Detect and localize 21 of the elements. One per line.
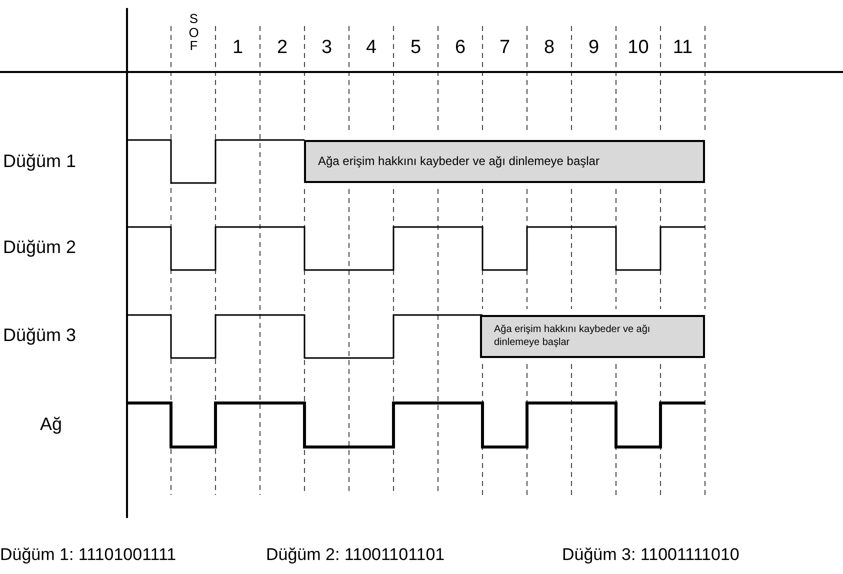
bit-label: 6 bbox=[454, 38, 467, 57]
bit-label: 11 bbox=[672, 38, 694, 57]
bit-label: SOF bbox=[188, 12, 200, 53]
bit-sequence: Düğüm 3: 11001111010 bbox=[562, 546, 740, 563]
bit-label: 1 bbox=[231, 38, 244, 57]
bit-sequence: Düğüm 2: 11001101101 bbox=[266, 546, 445, 563]
row-label: Düğüm 1 bbox=[3, 152, 76, 170]
row-label: Ağ bbox=[40, 415, 62, 433]
bit-label: 2 bbox=[276, 38, 289, 57]
bit-label: 3 bbox=[320, 38, 334, 57]
bit-sequence: Düğüm 1: 11101001111 bbox=[0, 546, 176, 563]
row-label: Düğüm 3 bbox=[3, 326, 76, 344]
status-box: Ağa erişim hakkını kaybeder ve ağı dinlemeye başlar bbox=[304, 140, 705, 183]
bit-label: 4 bbox=[364, 38, 378, 57]
bit-label: 10 bbox=[626, 38, 650, 57]
bit-label: 5 bbox=[409, 38, 422, 57]
bit-label: 9 bbox=[587, 38, 600, 57]
bit-label: 8 bbox=[542, 38, 556, 57]
row-label: Düğüm 2 bbox=[3, 238, 76, 256]
status-box: Ağa erişim hakkını kaybeder ve ağı dinlemeye başlar bbox=[480, 315, 705, 358]
bit-label: 7 bbox=[498, 38, 512, 57]
